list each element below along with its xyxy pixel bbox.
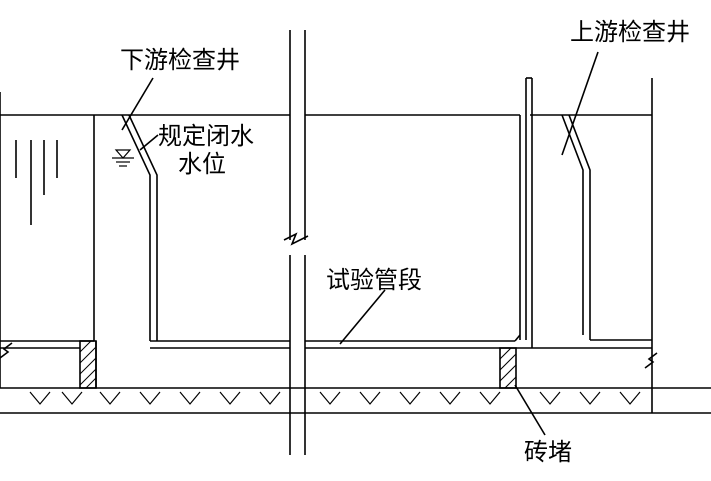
soil-hatching	[29, 391, 641, 405]
water-level-symbol-icon	[112, 149, 134, 167]
label-downstream-well: 下游检查井	[120, 46, 240, 74]
left-pipe-wall-outer	[128, 114, 158, 341]
right-brick-hatch	[499, 347, 517, 389]
leader-upstream-well	[561, 51, 599, 156]
center-break-mark	[283, 232, 309, 246]
left-pipe-wall-inner	[121, 114, 151, 341]
leader-downstream-well	[121, 77, 154, 131]
left-break-mark	[0, 342, 13, 359]
label-water-level-line1: 规定闭水	[158, 122, 254, 150]
right-brick-plug	[499, 347, 517, 389]
label-test-pipe-section: 试验管段	[326, 266, 422, 294]
leader-water-level	[139, 134, 159, 151]
leader-test-pipe	[339, 289, 386, 345]
label-water-level-line2: 水位	[178, 150, 226, 178]
label-upstream-well: 上游检查井	[570, 18, 690, 46]
left-well-water-marks	[15, 140, 58, 225]
leader-brick-plug	[514, 384, 546, 436]
label-brick-plug: 砖堵	[524, 438, 572, 466]
right-well-wall-outer	[568, 114, 591, 340]
right-break-mark	[644, 352, 658, 369]
left-brick-hatch	[79, 340, 97, 389]
